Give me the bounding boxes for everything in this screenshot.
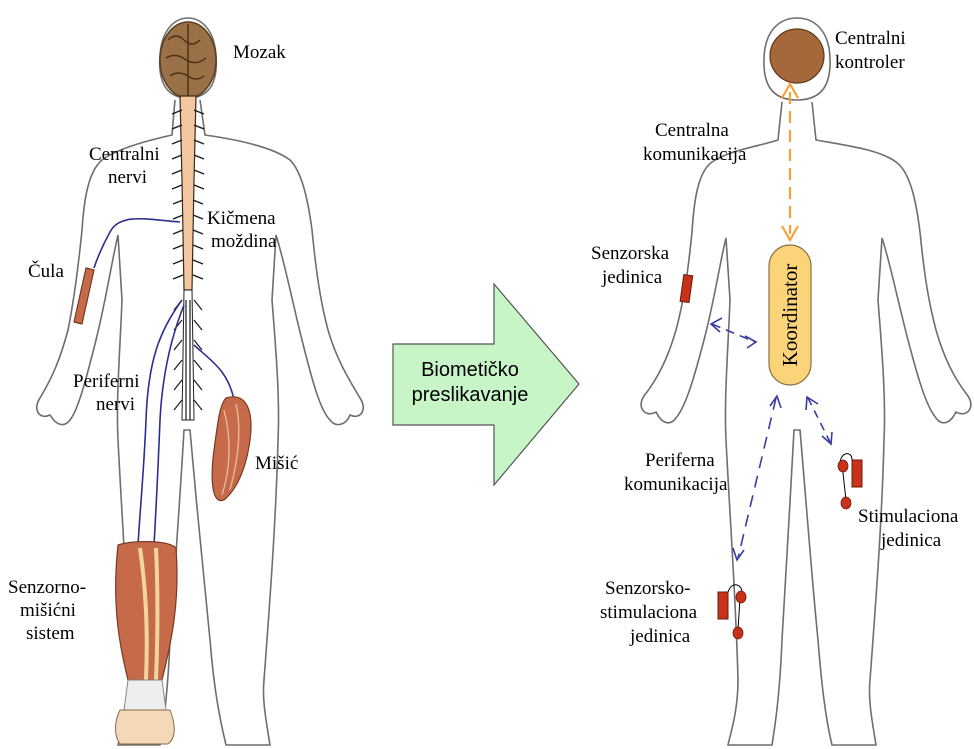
label-senzorsko-stim-1: Senzorsko- <box>605 578 690 599</box>
label-periferna-1: Periferna <box>645 450 715 471</box>
label-centralni-kontroler-1: Centralni <box>835 28 906 49</box>
label-senzorska-1: Senzorska <box>591 243 670 264</box>
central-communication-link <box>782 84 798 240</box>
label-periferni-2: nervi <box>96 394 135 415</box>
label-centralni-kontroler-2: kontroler <box>835 52 905 73</box>
label-senzorno-3: sistem <box>26 623 75 644</box>
label-centralni-nervi-1: Centralni <box>89 144 160 165</box>
label-stimulaciona-2: jedinica <box>880 530 942 551</box>
label-periferni-1: Periferni <box>73 371 139 392</box>
label-senzorska-2: jedinica <box>601 267 663 288</box>
label-senzorno-1: Senzorno- <box>8 577 86 598</box>
label-centralna-komunikacija-2: komunikacija <box>643 144 747 165</box>
leg-muscle-system <box>116 542 178 744</box>
label-senzorno-2: mišićni <box>20 600 76 621</box>
label-senzorsko-stim-3: jedinica <box>629 626 691 647</box>
label-kicmena-2: moždina <box>211 231 277 252</box>
label-mozak: Mozak <box>233 42 286 63</box>
label-periferna-2: komunikacija <box>624 474 728 495</box>
label-misic: Mišić <box>255 453 298 474</box>
mapping-arrow: Biometičko preslikavanje <box>393 284 579 485</box>
brain <box>160 22 216 98</box>
label-koordinator: Koordinator <box>778 264 802 367</box>
label-senzorsko-stim-2: stimulaciona <box>600 602 698 623</box>
label-centralni-nervi-2: nervi <box>108 167 147 188</box>
label-kicmena-1: Kičmena <box>207 208 276 229</box>
central-controller <box>770 29 824 83</box>
spinal-cord <box>172 96 204 420</box>
sensor-unit <box>680 275 693 303</box>
sensor-stimulation-unit <box>718 585 746 639</box>
coordinator-unit: Koordinator <box>769 245 811 385</box>
arm-muscle <box>212 397 251 501</box>
label-stimulaciona-1: Stimulaciona <box>858 506 959 527</box>
arrow-label-2: preslikavanje <box>412 384 529 406</box>
label-cula: Čula <box>28 260 64 282</box>
stimulation-unit <box>838 454 862 509</box>
label-centralna-komunikacija-1: Centralna <box>655 120 729 141</box>
arrow-label-1: Biometičko <box>421 359 519 381</box>
